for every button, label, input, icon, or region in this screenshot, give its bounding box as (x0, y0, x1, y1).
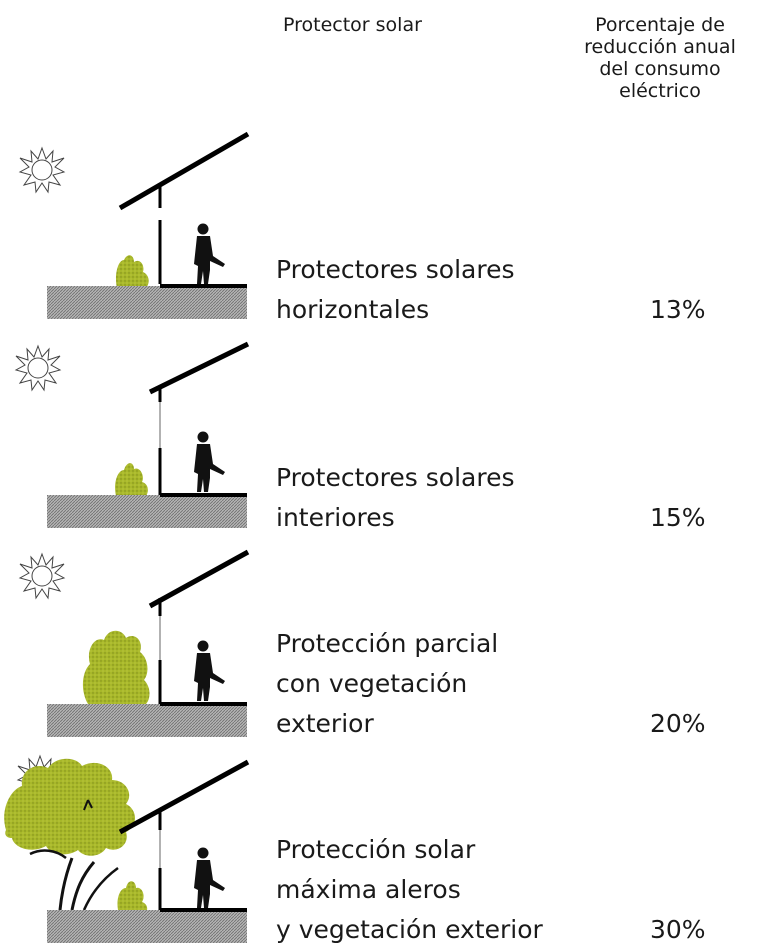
roof (148, 341, 250, 395)
sun-icon (15, 345, 61, 391)
ground-section (45, 908, 249, 945)
column-header-protector: Protector solar (283, 14, 422, 36)
row-horizontal-protectors: Protectores solares horizontales 13% (0, 120, 757, 330)
tree-branch (29, 849, 67, 860)
sun-icon (19, 553, 65, 599)
ground-section (45, 493, 249, 530)
person-icon (194, 223, 225, 284)
scene-eave-and-tree (4, 755, 250, 945)
row-label: Protectores solares interiores (276, 458, 515, 538)
row-partial-vegetation: Protección parcial con vegetación exteri… (0, 540, 757, 750)
row-maximum-protection: Protección solar máxima aleros y vegetac… (0, 750, 757, 945)
reduction-percentage: 20% (650, 709, 706, 738)
row-label: Protectores solares horizontales (276, 250, 515, 330)
row-interior-protectors: Protectores solares interiores 15% (0, 330, 757, 540)
reduction-percentage: 15% (650, 503, 706, 532)
person-icon (194, 640, 225, 701)
shrub-icon (115, 255, 149, 288)
tree-trunk (58, 857, 74, 911)
scene-horizontal-eave (19, 131, 250, 321)
row-label-line: Protectores solares (276, 463, 515, 492)
shrub-icon (115, 463, 148, 496)
column-header-percentage: Porcentaje de reducción anual del consum… (560, 14, 757, 102)
column-header-percentage-line: reducción anual (584, 36, 736, 58)
ground-section (45, 284, 249, 321)
row-label-line: horizontales (276, 295, 430, 324)
ground-section (45, 702, 249, 739)
roof-eave (118, 131, 250, 211)
column-header-percentage-line: Porcentaje de (595, 14, 725, 36)
row-label: Protección parcial con vegetación exteri… (276, 624, 498, 744)
roof-eave (118, 759, 250, 835)
reduction-percentage: 30% (650, 915, 706, 944)
scene-partial-vegetation (19, 549, 250, 739)
person-icon (194, 847, 225, 908)
tree-trunk (82, 866, 119, 911)
tree-canopy-icon (4, 758, 135, 856)
row-label-line: y vegetación exterior (276, 915, 543, 944)
bush-icon (82, 630, 150, 704)
tree-branch (83, 799, 93, 811)
scene-interior-protector (15, 341, 250, 530)
row-label-line: Protección parcial (276, 629, 499, 658)
row-label: Protección solar máxima aleros y vegetac… (276, 830, 543, 950)
reduction-percentage: 13% (650, 295, 706, 324)
sun-icon (19, 147, 65, 193)
row-label-line: exterior (276, 709, 374, 738)
person-icon (194, 431, 225, 492)
row-label-line: Protección solar (276, 835, 476, 864)
tree-trunk (70, 861, 96, 911)
column-header-percentage-line: eléctrico (619, 80, 701, 102)
row-label-line: Protectores solares (276, 255, 515, 284)
row-label-line: máxima aleros (276, 875, 461, 904)
column-header-percentage-line: del consumo (599, 58, 721, 80)
row-label-line: con vegetación (276, 669, 468, 698)
roof (148, 549, 250, 609)
row-label-line: interiores (276, 503, 395, 532)
shrub-icon (117, 881, 148, 912)
